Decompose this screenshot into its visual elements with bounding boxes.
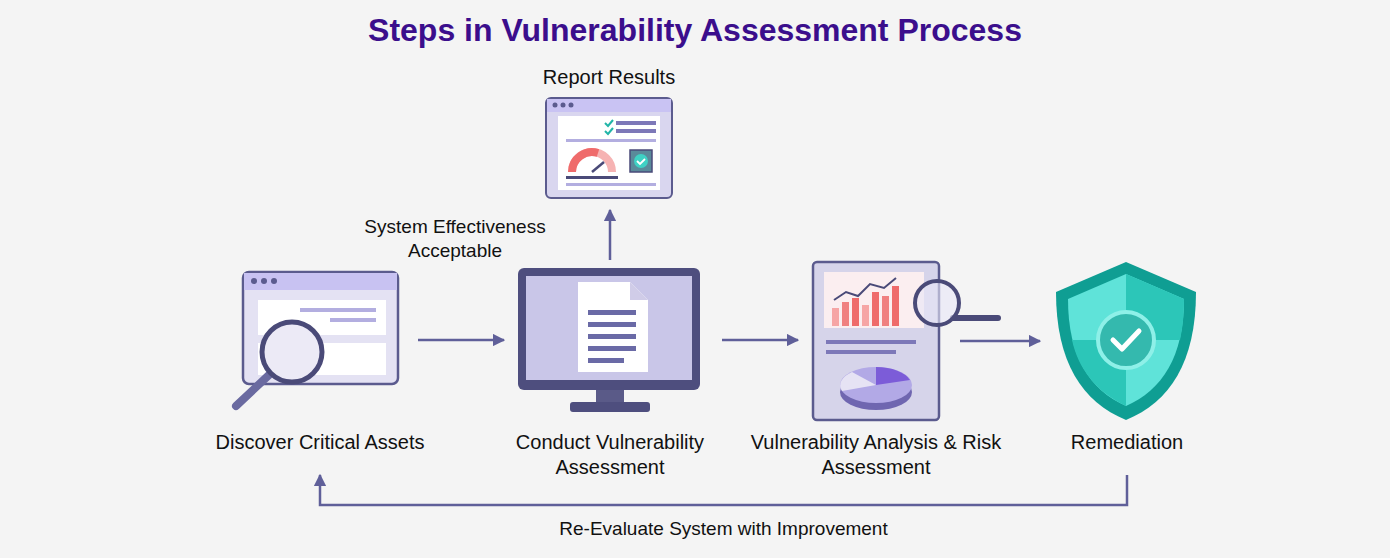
flow-arrow xyxy=(960,340,1040,343)
edge-label: Re-Evaluate System with Improvement xyxy=(555,517,891,541)
shield-icon xyxy=(1056,262,1196,420)
step-label: Conduct Vulnerability Assessment xyxy=(480,430,740,480)
monitor-icon xyxy=(518,268,700,412)
flow-arrow xyxy=(320,475,1127,505)
flow-arrow xyxy=(418,339,504,342)
process-step: Vulnerability Analysis & Risk Assessment xyxy=(810,260,942,422)
diagram-title: Steps in Vulnerability Assessment Proces… xyxy=(0,12,1390,49)
step-label: Discover Critical Assets xyxy=(190,430,450,455)
step-label: Remediation xyxy=(997,430,1257,455)
process-step: Discover Critical Assets xyxy=(240,270,400,410)
process-step: Conduct Vulnerability Assessment xyxy=(516,266,704,414)
process-step: Remediation xyxy=(1052,258,1202,422)
edge-label: System Effectiveness Acceptable xyxy=(336,215,574,263)
flow-arrow xyxy=(722,339,798,342)
report-icon xyxy=(546,98,672,198)
process-step: Report Results xyxy=(544,96,674,202)
step-label: Vulnerability Analysis & Risk Assessment xyxy=(746,430,1006,480)
flow-arrow xyxy=(609,210,612,260)
step-label: Report Results xyxy=(479,65,739,90)
asset-window-icon xyxy=(236,272,398,406)
